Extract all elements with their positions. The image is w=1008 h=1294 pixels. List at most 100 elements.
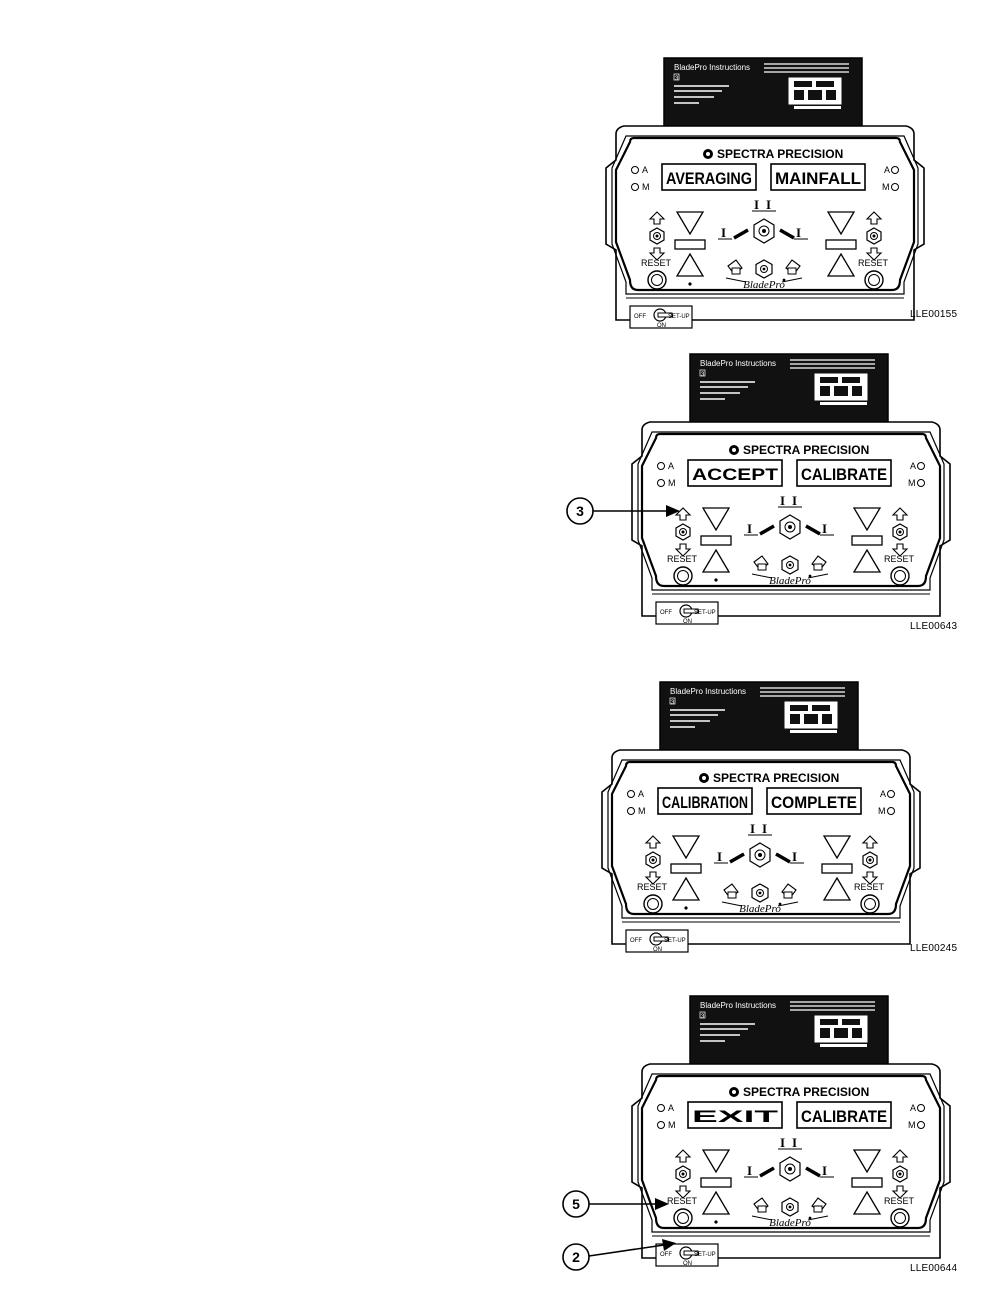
power-switch[interactable]: OFF SET-UP ON [629, 305, 693, 329]
center-mode-button[interactable]: I I I I [744, 1135, 834, 1182]
card-number: 3 [675, 76, 679, 82]
card-title: BladePro Instructions [670, 687, 746, 696]
right-up-down-button[interactable] [865, 211, 883, 261]
left-display: ACCEPT [687, 459, 783, 487]
left-up-down-button[interactable] [674, 507, 692, 557]
right-up-down-button[interactable] [891, 507, 909, 557]
left-display-text: CALIBRATION [662, 793, 748, 812]
bottom-center-controls[interactable]: BladePro [725, 259, 803, 291]
right-grade-indicator [825, 211, 857, 277]
bladepro-label: BladePro [743, 279, 785, 291]
power-switch[interactable]: OFF SET-UP ON [625, 929, 689, 953]
left-reset-button[interactable]: RESET [637, 882, 668, 914]
brand-name: SPECTRA PRECISION [713, 771, 839, 785]
figure-code: LLE00155 [910, 309, 958, 320]
triangle-down-icon [671, 835, 701, 860]
arrow-down-icon [891, 543, 909, 557]
slope-left-icon [759, 1166, 775, 1178]
arrow-down-icon [891, 1185, 909, 1199]
left-indicators: A M [627, 789, 646, 816]
sensor-right-icon [777, 883, 799, 907]
callout-number: 5 [572, 1196, 580, 1212]
bar-label-top-right: I [766, 197, 771, 212]
sensor-right-icon [807, 1197, 829, 1221]
left-reset-button[interactable]: RESET [641, 258, 672, 290]
triangle-up-icon [671, 876, 701, 901]
card-number: 3 [671, 700, 675, 706]
brand-name: SPECTRA PRECISION [743, 1085, 869, 1099]
center-mode-button[interactable]: I I I I [718, 197, 808, 244]
right-up-down-button[interactable] [861, 835, 879, 885]
switch-off-label: OFF [634, 314, 646, 320]
bar-label-top-left: I [780, 1135, 785, 1150]
right-display-text: COMPLETE [771, 793, 857, 812]
switch-off-label: OFF [660, 1252, 672, 1258]
right-display: COMPLETE [766, 787, 862, 815]
bar-label-left: I [747, 521, 752, 536]
left-reset-button[interactable]: RESET [667, 554, 698, 586]
left-indicators: A M [657, 461, 676, 488]
bladepro-label: BladePro [769, 575, 811, 587]
card-title: BladePro Instructions [700, 1001, 776, 1010]
center-mode-button[interactable]: I I I I [744, 493, 834, 540]
switch-off-label: OFF [630, 938, 642, 944]
left-up-down-button[interactable] [644, 835, 662, 885]
left-up-down-button[interactable] [648, 211, 666, 261]
bar-label-right: I [796, 225, 801, 240]
on-grade-bar-icon [851, 535, 883, 546]
triangle-up-icon [852, 1190, 882, 1215]
mini-panel-icon [788, 77, 842, 109]
arrow-up-icon [861, 835, 879, 849]
sensor-right-icon [781, 259, 803, 283]
right-display: CALIBRATE [796, 459, 892, 487]
right-reset-button[interactable]: RESET [858, 258, 889, 290]
reset-label: RESET [637, 882, 668, 892]
center-mode-button[interactable]: I I I I [714, 821, 804, 868]
mini-panel-icon [814, 1015, 868, 1047]
arrow-down-icon [648, 247, 666, 261]
led-a-label: A [884, 165, 890, 175]
reset-label: RESET [667, 554, 698, 564]
left-reset-button[interactable]: RESET [667, 1196, 698, 1228]
figure-3: BladePro Instructions 3 [0, 0, 1008, 954]
arrow-up-icon [644, 835, 662, 849]
led-m-label: M [908, 478, 916, 488]
switch-on-label: ON [653, 947, 662, 953]
right-reset-button[interactable]: RESET [884, 1196, 915, 1228]
reset-label: RESET [884, 554, 915, 564]
left-grade-indicator [670, 835, 702, 910]
triangle-up-icon [826, 252, 856, 277]
led-a-label: A [642, 165, 648, 175]
bottom-center-controls[interactable]: BladePro [721, 883, 799, 915]
left-display: AVERAGING [661, 163, 757, 191]
mini-panel-icon [814, 373, 868, 405]
switch-on-label: ON [657, 323, 666, 329]
right-up-down-button[interactable] [891, 1149, 909, 1199]
sensor-left-icon [751, 1197, 773, 1221]
triangle-down-icon [852, 507, 882, 532]
switch-setup-label: SET-UP [668, 314, 690, 320]
led-m-label: M [668, 478, 676, 488]
left-up-down-button[interactable] [674, 1149, 692, 1199]
power-switch[interactable]: OFF SET-UP ON [655, 1243, 719, 1267]
power-switch[interactable]: OFF SET-UP ON [655, 601, 719, 625]
bottom-center-controls[interactable]: BladePro [751, 555, 829, 587]
right-reset-button[interactable]: RESET [854, 882, 885, 914]
on-grade-bar-icon [674, 239, 706, 250]
left-display: EXIT [687, 1101, 783, 1129]
right-display: MAINFALL [770, 163, 866, 191]
switch-off-label: OFF [660, 610, 672, 616]
led-m-label: M [642, 182, 650, 192]
left-display: CALIBRATION [657, 787, 753, 815]
led-a-label: A [910, 1103, 916, 1113]
led-a-label: A [668, 461, 674, 471]
bar-label-top-left: I [754, 197, 759, 212]
bar-label-top-left: I [750, 821, 755, 836]
switch-setup-label: SET-UP [694, 610, 716, 616]
led-a-label: A [638, 789, 644, 799]
right-reset-button[interactable]: RESET [884, 554, 915, 586]
bottom-center-controls[interactable]: BladePro [751, 1197, 829, 1229]
led-m-label: M [668, 1120, 676, 1130]
switch-setup-label: SET-UP [664, 938, 686, 944]
